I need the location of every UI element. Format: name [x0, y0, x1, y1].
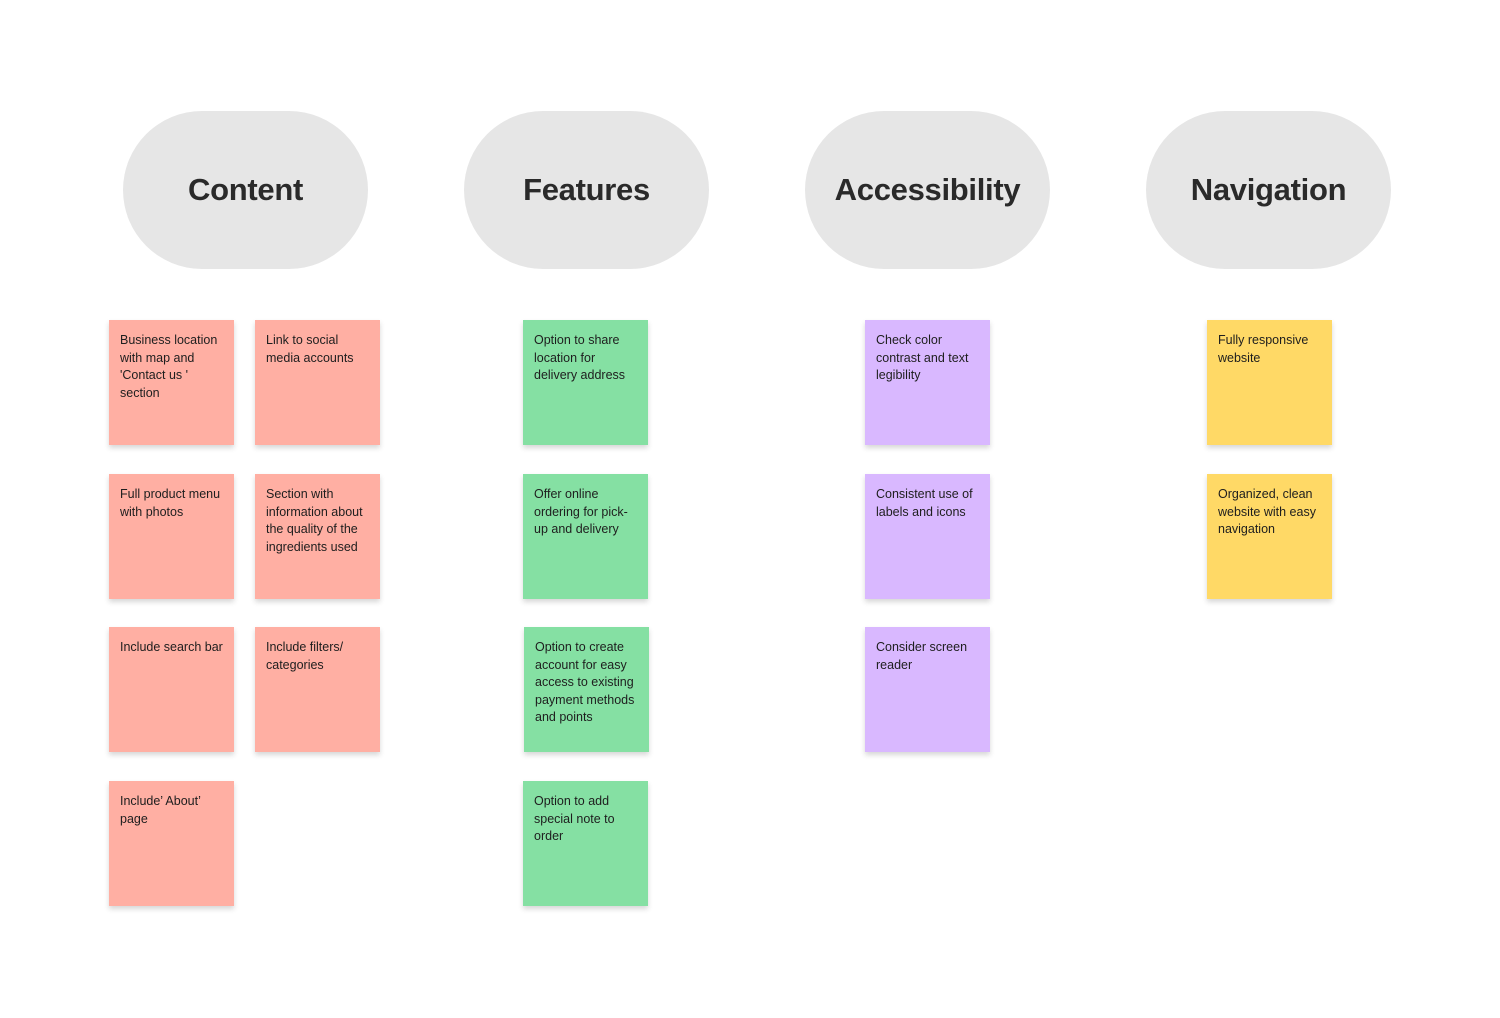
sticky-note-navigation[interactable]: Fully responsive website	[1207, 320, 1332, 445]
note-text: Full product menu with photos	[120, 487, 221, 519]
sticky-note-content[interactable]: Include search bar	[109, 627, 234, 752]
category-navigation: Navigation	[1146, 111, 1391, 269]
sticky-note-features[interactable]: Offer online ordering for pick-up and de…	[523, 474, 648, 599]
note-text: Include’ About’ page	[120, 794, 201, 826]
note-text: Section with information about the quali…	[266, 487, 363, 554]
sticky-note-content[interactable]: Section with information about the quali…	[255, 474, 380, 599]
sticky-note-content[interactable]: Include’ About’ page	[109, 781, 234, 906]
sticky-note-accessibility[interactable]: Check color contrast and text legibility	[865, 320, 990, 445]
note-text: Consider screen reader	[876, 640, 968, 672]
category-title: Navigation	[1190, 172, 1347, 207]
sticky-note-accessibility[interactable]: Consider screen reader	[865, 627, 990, 752]
note-text: Offer online ordering for pick-up and de…	[534, 487, 628, 537]
sticky-note-content[interactable]: Include filters/ categories	[255, 627, 380, 752]
note-text: Include search bar	[120, 640, 223, 654]
note-text: Fully responsive website	[1218, 333, 1309, 365]
note-text: Link to social media accounts	[266, 333, 354, 365]
note-text: Option to share location for delivery ad…	[534, 333, 626, 383]
sticky-note-content[interactable]: Business location with map and 'Contact …	[109, 320, 234, 445]
category-features: Features	[464, 111, 709, 269]
note-text: Option to create account for easy access…	[535, 640, 635, 725]
note-text: Organized, clean website with easy navig…	[1218, 487, 1316, 537]
category-title: Accessibility	[834, 172, 1021, 207]
sticky-note-features[interactable]: Option to share location for delivery ad…	[523, 320, 648, 445]
note-text: Business location with map and 'Contact …	[120, 333, 218, 400]
category-title: Features	[523, 172, 650, 207]
sticky-note-features[interactable]: Option to create account for easy access…	[524, 627, 649, 752]
note-text: Include filters/ categories	[266, 640, 344, 672]
sticky-note-content[interactable]: Full product menu with photos	[109, 474, 234, 599]
category-content: Content	[123, 111, 368, 269]
sticky-note-features[interactable]: Option to add special note to order	[523, 781, 648, 906]
sticky-note-content[interactable]: Link to social media accounts	[255, 320, 380, 445]
sticky-note-navigation[interactable]: Organized, clean website with easy navig…	[1207, 474, 1332, 599]
sticky-note-accessibility[interactable]: Consistent use of labels and icons	[865, 474, 990, 599]
note-text: Consistent use of labels and icons	[876, 487, 973, 519]
category-title: Content	[188, 172, 303, 207]
category-accessibility: Accessibility	[805, 111, 1050, 269]
note-text: Option to add special note to order	[534, 794, 615, 844]
note-text: Check color contrast and text legibility	[876, 333, 969, 383]
